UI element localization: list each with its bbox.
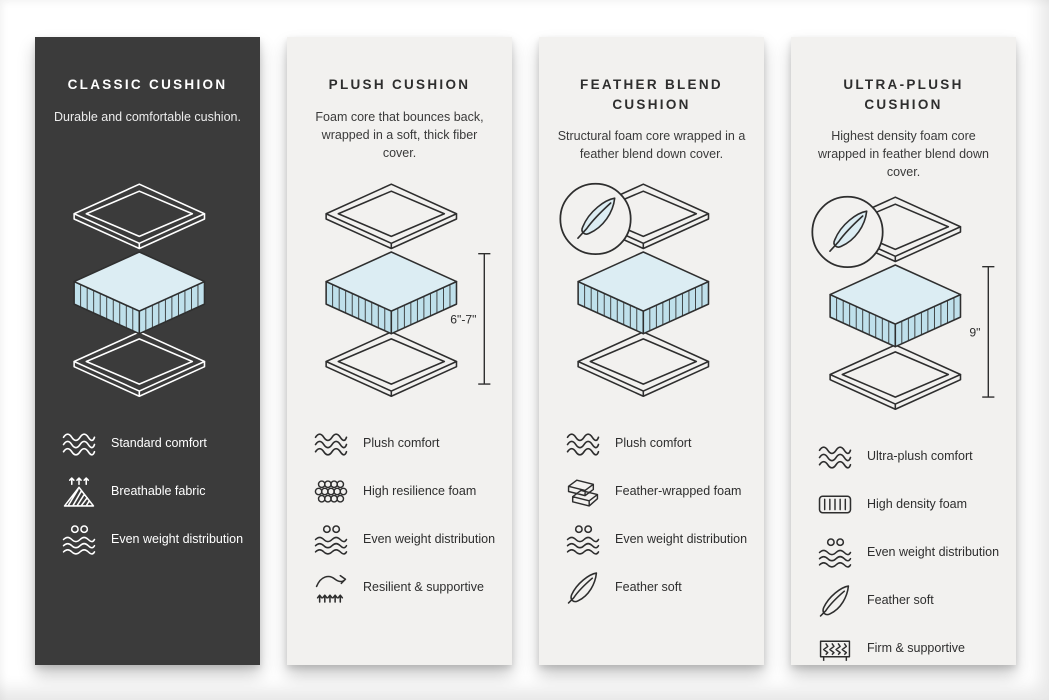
spring-arrow-icon (313, 571, 349, 604)
feature-list: Plush comfort High resilience foam Even … (299, 427, 500, 604)
cushion-cards-row: CLASSIC CUSHION Durable and comfortable … (35, 37, 1016, 665)
waves-icon (565, 427, 601, 460)
feature-list: Plush comfort Feather-wrapped foam Even … (551, 427, 752, 604)
thickness-measure: 9" (969, 265, 994, 398)
feature-label: Even weight distribution (363, 532, 496, 547)
feature-item: Even weight distribution (313, 523, 500, 556)
feather-icon (817, 584, 853, 617)
thickness-measure: 6"-7" (450, 253, 490, 385)
feature-label: Resilient & supportive (363, 580, 484, 595)
thickness-label: 6"-7" (450, 312, 476, 326)
feature-item: Even weight distribution (61, 523, 248, 556)
card-description: Highest density foam core wrapped in fea… (818, 129, 989, 180)
feature-item: Feather soft (817, 584, 1004, 617)
card-title: FEATHER BLEND CUSHION (580, 77, 723, 112)
weight-distribution-icon (565, 523, 601, 556)
feature-label: Plush comfort (615, 436, 692, 451)
feature-label: Feather soft (615, 580, 682, 595)
card-title: CLASSIC CUSHION (67, 77, 228, 92)
feature-item: Even weight distribution (565, 523, 752, 556)
feature-item: Ultra-plush comfort (817, 440, 1004, 473)
weight-distribution-icon (817, 536, 853, 569)
feature-item: Firm & supportive (817, 632, 1004, 665)
feature-list: Standard comfort Breathable fabric Even … (47, 427, 248, 556)
feature-item: Feather soft (565, 571, 752, 604)
high-density-foam-icon (817, 488, 853, 521)
feature-item: Plush comfort (565, 427, 752, 460)
card-header: PLUSH CUSHION Foam core that bounces bac… (299, 65, 500, 169)
waves-icon (61, 427, 97, 460)
feature-item: Feather-wrapped foam (565, 475, 752, 508)
feature-list: Ultra-plush comfort High density foam Ev… (803, 440, 1004, 665)
card-header: CLASSIC CUSHION Durable and comfortable … (47, 65, 248, 169)
card-title: ULTRA-PLUSH CUSHION (843, 77, 964, 112)
feature-label: Firm & supportive (867, 640, 965, 655)
feather-badge-icon (559, 183, 631, 255)
coils-icon (817, 632, 853, 665)
feather-badge-icon (811, 196, 883, 267)
feature-label: Even weight distribution (615, 532, 748, 547)
feature-label: Breathable fabric (111, 484, 206, 499)
feature-label: Even weight distribution (867, 544, 1000, 559)
waves-icon (817, 440, 853, 473)
foam-bubbles-icon (313, 475, 349, 508)
card-description: Structural foam core wrapped in a feathe… (557, 129, 746, 162)
card-description: Durable and comfortable cushion. (54, 109, 241, 124)
cushion-layers-diagram: 6"-7" (299, 179, 500, 401)
feature-label: Even weight distribution (111, 532, 244, 547)
feature-label: Standard comfort (111, 436, 207, 451)
card-header: FEATHER BLEND CUSHION Structural foam co… (551, 65, 752, 169)
cushion-diagram-graphic: 6"-7" (324, 183, 490, 398)
feature-item: High resilience foam (313, 475, 500, 508)
feather-icon (565, 571, 601, 604)
feature-label: Plush comfort (363, 436, 440, 451)
thickness-label: 9" (969, 325, 980, 339)
card-header: ULTRA-PLUSH CUSHION Highest density foam… (803, 65, 1004, 182)
card-feather-blend-cushion: FEATHER BLEND CUSHION Structural foam co… (539, 37, 764, 665)
feature-item: Resilient & supportive (313, 571, 500, 604)
cushion-layers-diagram (47, 179, 248, 401)
cushion-diagram-graphic (72, 183, 205, 398)
feature-item: High density foam (817, 488, 1004, 521)
weight-distribution-icon (61, 523, 97, 556)
card-classic-cushion: CLASSIC CUSHION Durable and comfortable … (35, 37, 260, 665)
card-description: Foam core that bounces back, wrapped in … (315, 109, 484, 160)
feature-label: Feather-wrapped foam (615, 484, 742, 499)
card-title: PLUSH CUSHION (328, 77, 471, 92)
cushion-layers-diagram (551, 179, 752, 401)
breathable-fabric-icon (61, 475, 97, 508)
foam-brick-icon (565, 475, 601, 508)
cushion-diagram-graphic (559, 183, 709, 398)
feature-item: Standard comfort (61, 427, 248, 460)
feature-label: Ultra-plush comfort (867, 448, 973, 463)
card-plush-cushion: PLUSH CUSHION Foam core that bounces bac… (287, 37, 512, 665)
feature-label: High resilience foam (363, 484, 477, 499)
feature-item: Even weight distribution (817, 536, 1004, 569)
waves-icon (313, 427, 349, 460)
feature-item: Plush comfort (313, 427, 500, 460)
feature-label: Feather soft (867, 592, 934, 607)
feature-item: Breathable fabric (61, 475, 248, 508)
cushion-diagram-graphic: 9" (811, 195, 994, 410)
weight-distribution-icon (313, 523, 349, 556)
cushion-layers-diagram: 9" (803, 192, 1004, 414)
card-ultra-plush-cushion: ULTRA-PLUSH CUSHION Highest density foam… (791, 37, 1016, 665)
feature-label: High density foam (867, 496, 968, 511)
